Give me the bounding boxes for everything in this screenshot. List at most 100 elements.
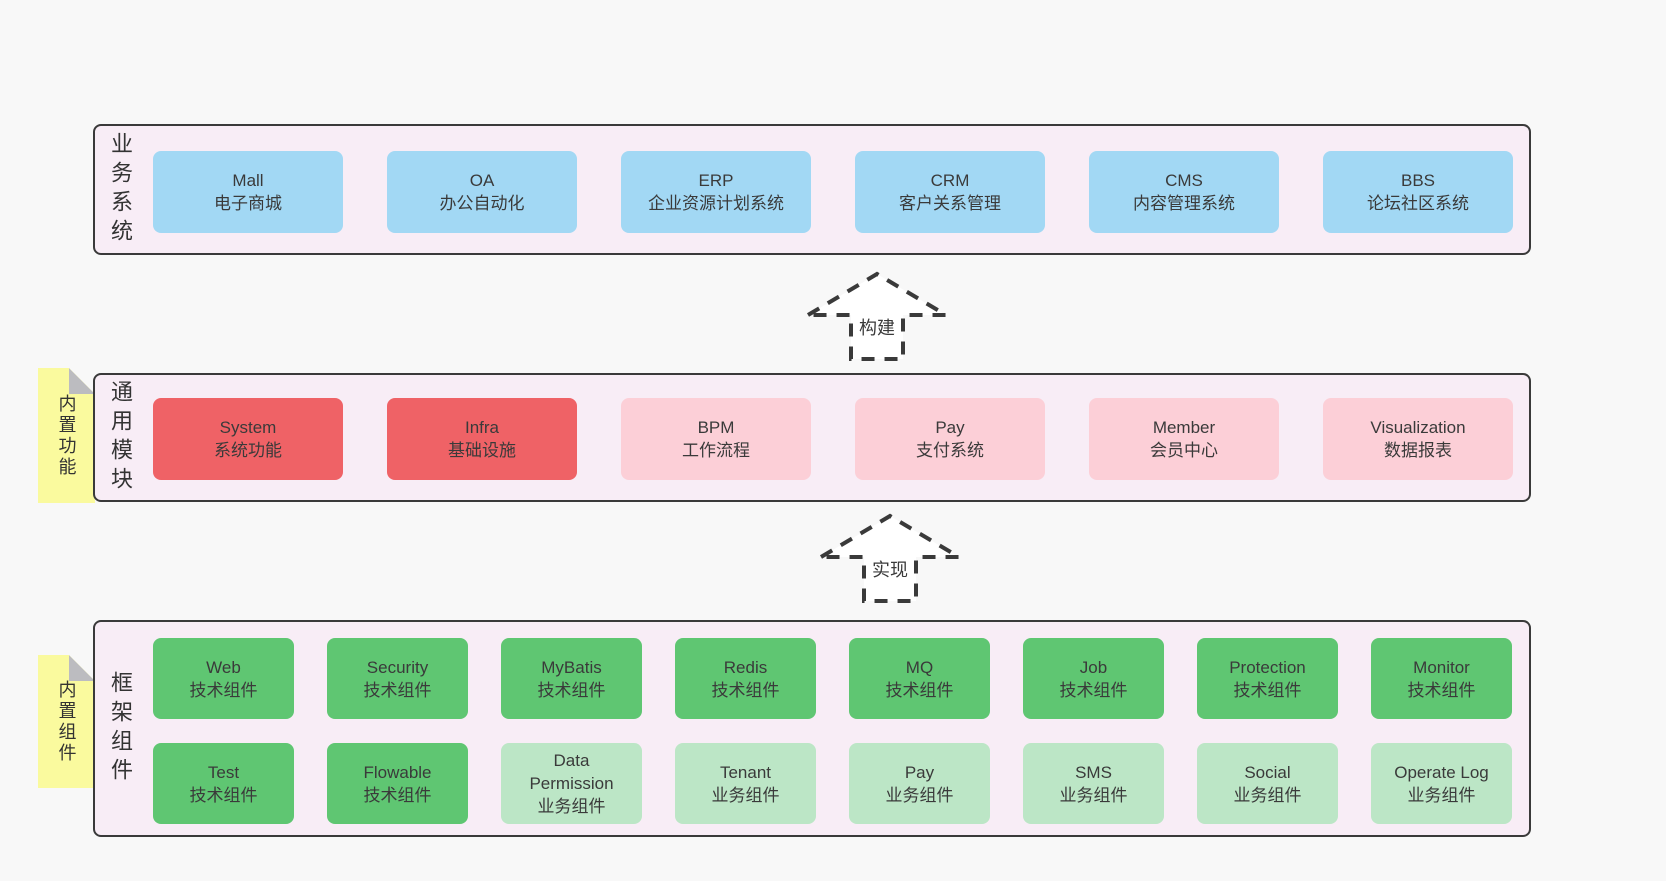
box-title: Social	[1244, 762, 1291, 782]
box-mall: Mall 电子商城	[153, 151, 343, 233]
box-title: OA	[469, 171, 495, 190]
box-flowable: Flowable 技术组件	[327, 743, 468, 824]
sticky-note-text: 内置组件	[56, 679, 77, 764]
build-arrow: 构建	[806, 270, 948, 362]
box-subtitle: 技术组件	[711, 680, 780, 700]
box-security: Security 技术组件	[327, 638, 468, 719]
box-title: MyBatis	[541, 657, 602, 677]
box-test: Test 技术组件	[153, 743, 294, 824]
box-title: MQ	[905, 657, 934, 677]
box-subtitle: 业务组件	[885, 785, 954, 805]
box-subtitle: 技术组件	[189, 680, 258, 700]
box-title: Job	[1079, 657, 1108, 677]
note-fold-corner-icon	[69, 368, 95, 394]
framework-components-label: 框架组件	[108, 670, 133, 787]
box-subtitle: 技术组件	[1059, 680, 1128, 700]
box-title: Pay	[904, 762, 935, 782]
box-visualization: Visualization 数据报表	[1323, 398, 1513, 480]
box-subtitle: 业务组件	[1407, 785, 1476, 805]
box-subtitle: 技术组件	[537, 680, 606, 700]
box-bbs: BBS 论坛社区系统	[1323, 151, 1513, 233]
box-crm: CRM 客户关系管理	[855, 151, 1045, 233]
box-subtitle: 技术组件	[1407, 680, 1476, 700]
box-subtitle: 电子商城	[214, 194, 282, 213]
box-title: System	[219, 418, 277, 437]
box-tenant: Tenant 业务组件	[675, 743, 816, 824]
business-systems-band: 业务系统 Mall 电子商城 OA 办公自动化 ERP 企业资源计划系统 CRM…	[93, 124, 1531, 255]
box-subtitle: 数据报表	[1384, 441, 1452, 460]
framework-components-band: 框架组件 Web 技术组件 Security 技术组件 MyBatis 技术组件…	[93, 620, 1531, 837]
box-title: Protection	[1229, 657, 1306, 677]
box-title: CRM	[930, 171, 970, 190]
box-title: Redis	[723, 657, 768, 677]
box-subtitle: 内容管理系统	[1133, 194, 1235, 213]
box-infra: Infra 基础设施	[387, 398, 577, 480]
box-subtitle: 客户关系管理	[899, 194, 1001, 213]
box-redis: Redis 技术组件	[675, 638, 816, 719]
box-data-permission: Data Permission 业务组件	[501, 743, 642, 824]
box-subtitle: 会员中心	[1150, 441, 1218, 460]
box-cms: CMS 内容管理系统	[1089, 151, 1279, 233]
box-mq: MQ 技术组件	[849, 638, 990, 719]
business-systems-label: 业务系统	[108, 131, 133, 248]
box-oa: OA 办公自动化	[387, 151, 577, 233]
box-subtitle: 业务组件	[1233, 785, 1302, 805]
box-operate-log: Operate Log 业务组件	[1371, 743, 1512, 824]
box-title: Infra	[464, 418, 500, 437]
box-subtitle: 业务组件	[1059, 785, 1128, 805]
box-subtitle: 技术组件	[363, 680, 432, 700]
box-mybatis: MyBatis 技术组件	[501, 638, 642, 719]
box-pay-component: Pay 业务组件	[849, 743, 990, 824]
box-title: Operate Log	[1394, 762, 1489, 782]
box-protection: Protection 技术组件	[1197, 638, 1338, 719]
box-title: SMS	[1075, 762, 1112, 782]
box-sms: SMS 业务组件	[1023, 743, 1164, 824]
box-subtitle: 论坛社区系统	[1367, 194, 1469, 213]
box-subtitle: 企业资源计划系统	[648, 194, 784, 213]
box-member: Member 会员中心	[1089, 398, 1279, 480]
implement-arrow: 实现	[819, 512, 961, 604]
box-bpm: BPM 工作流程	[621, 398, 811, 480]
note-fold-corner-icon	[69, 655, 95, 681]
box-title: Monitor	[1413, 657, 1470, 677]
box-subtitle: 技术组件	[1233, 680, 1302, 700]
box-title: Pay	[935, 418, 965, 437]
box-title: Security	[366, 657, 429, 677]
box-subtitle: 技术组件	[363, 785, 432, 805]
box-title: Tenant	[719, 762, 772, 782]
box-title: BPM	[697, 418, 735, 437]
box-monitor: Monitor 技术组件	[1371, 638, 1512, 719]
box-title: Data Permission	[529, 751, 614, 793]
box-social: Social 业务组件	[1197, 743, 1338, 824]
box-title: Member	[1152, 418, 1216, 437]
box-title: Mall	[232, 171, 264, 190]
box-pay: Pay 支付系统	[855, 398, 1045, 480]
box-subtitle: 技术组件	[885, 680, 954, 700]
sticky-note-builtin-features: 内置功能	[38, 368, 95, 503]
box-title: CMS	[1165, 171, 1203, 190]
box-subtitle: 业务组件	[537, 797, 606, 816]
common-modules-band: 通用模块 System 系统功能 Infra 基础设施 BPM 工作流程 Pay…	[93, 373, 1531, 502]
box-title: Test	[207, 762, 240, 782]
box-subtitle: 工作流程	[682, 441, 750, 460]
box-subtitle: 系统功能	[214, 441, 282, 460]
box-job: Job 技术组件	[1023, 638, 1164, 719]
box-web: Web 技术组件	[153, 638, 294, 719]
sticky-note-builtin-components: 内置组件	[38, 655, 95, 788]
box-title: BBS	[1400, 171, 1436, 190]
implement-arrow-label: 实现	[870, 556, 910, 582]
box-subtitle: 基础设施	[448, 441, 516, 460]
box-title: Visualization	[1370, 418, 1466, 437]
box-system: System 系统功能	[153, 398, 343, 480]
box-subtitle: 技术组件	[189, 785, 258, 805]
build-arrow-label: 构建	[857, 314, 897, 340]
box-erp: ERP 企业资源计划系统	[621, 151, 811, 233]
box-subtitle: 支付系统	[916, 441, 984, 460]
sticky-note-text: 内置功能	[56, 393, 77, 478]
common-modules-label: 通用模块	[108, 379, 133, 496]
box-title: ERP	[698, 171, 734, 190]
box-subtitle: 业务组件	[711, 785, 780, 805]
box-title: Flowable	[363, 762, 432, 782]
box-subtitle: 办公自动化	[439, 194, 525, 213]
